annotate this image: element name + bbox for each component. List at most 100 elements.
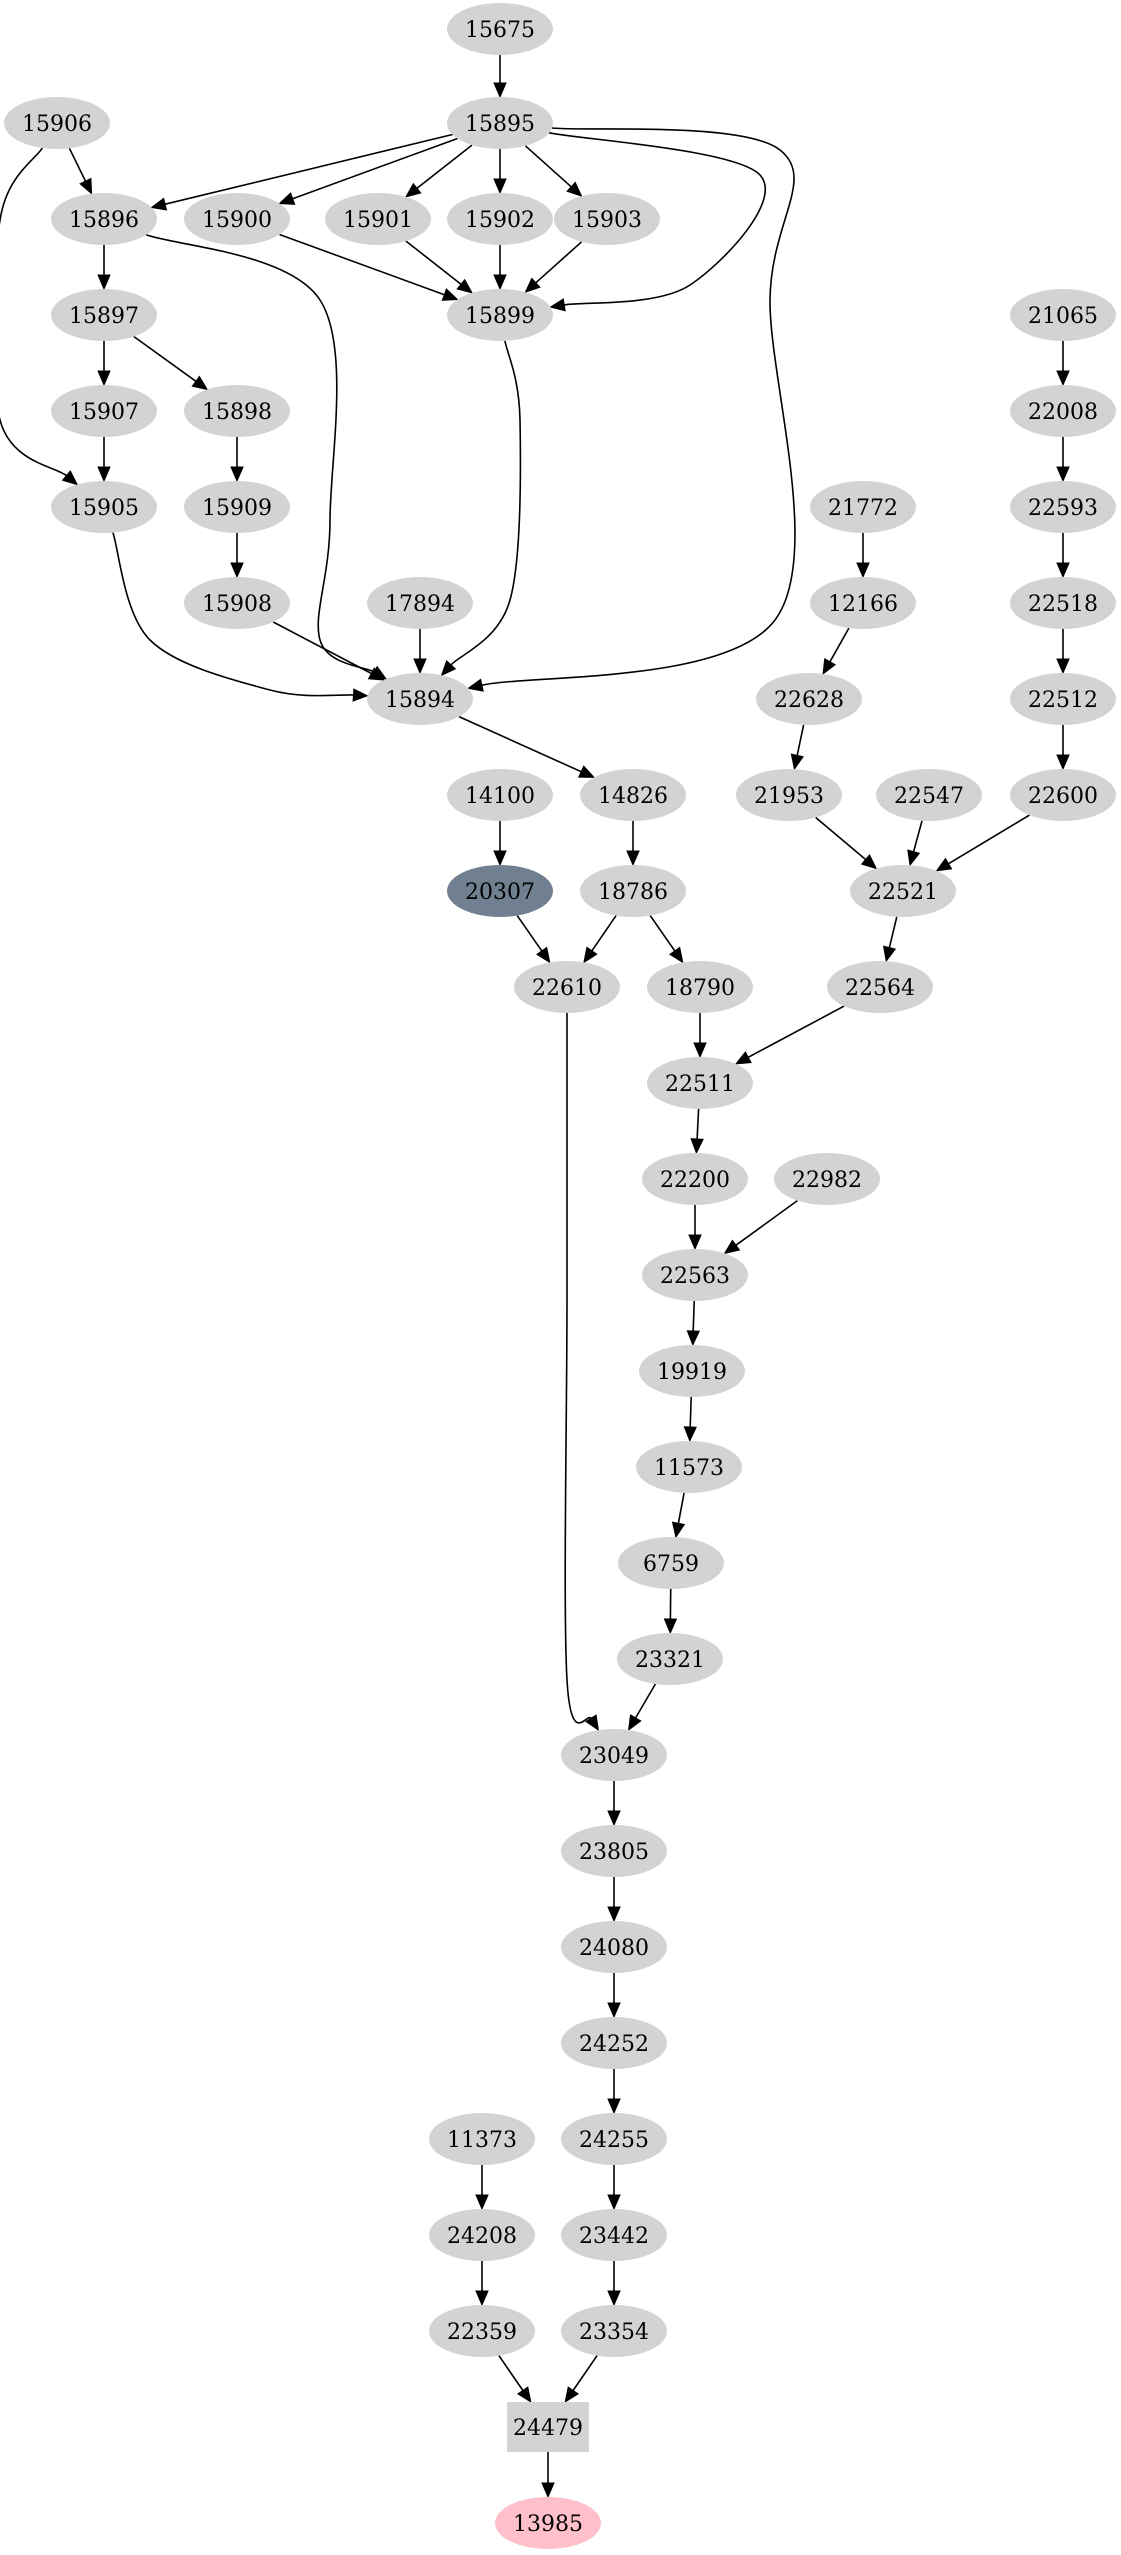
graph-node-15903: 15903 <box>554 193 660 245</box>
node-label: 21772 <box>828 496 898 521</box>
graph-node-19919: 19919 <box>639 1345 745 1397</box>
arrowhead-icon <box>516 2386 532 2404</box>
edge-15894-to-14826 <box>458 715 596 778</box>
graph-node-22200: 22200 <box>642 1153 748 1205</box>
arrowhead-icon <box>441 288 459 301</box>
arrowhead-icon <box>607 1810 621 1827</box>
arrowhead-icon <box>230 562 244 579</box>
edge-15906-to-15896 <box>68 147 93 195</box>
graph-node-24080: 24080 <box>561 1921 667 1973</box>
arrowhead-icon <box>79 177 93 195</box>
node-ellipse <box>447 769 553 821</box>
graph-node-15907: 15907 <box>51 385 157 437</box>
node-ellipse <box>51 385 157 437</box>
graph-node-22512: 22512 <box>1010 673 1116 725</box>
edge-14826-to-18786 <box>626 821 640 867</box>
edge-line <box>634 1683 657 1719</box>
node-ellipse <box>1010 481 1116 533</box>
edge-line <box>524 145 572 188</box>
edge-line <box>481 127 796 686</box>
graph-node-13985: 13985 <box>495 2497 601 2549</box>
node-label: 22600 <box>1028 784 1098 809</box>
edge-line <box>535 241 583 284</box>
graph-node-22511: 22511 <box>647 1057 753 1109</box>
node-ellipse <box>561 2017 667 2069</box>
graph-node-22593: 22593 <box>1010 481 1116 533</box>
node-ellipse <box>184 577 290 629</box>
node-label: 22982 <box>792 1168 862 1193</box>
node-ellipse <box>561 2113 667 2165</box>
node-ellipse <box>810 481 916 533</box>
edge-15896-to-15897 <box>97 245 111 291</box>
edge-22511-to-22200 <box>690 1108 704 1155</box>
arrowhead-icon <box>856 562 870 579</box>
edge-15905-to-15894 <box>112 532 369 702</box>
arrowhead-icon <box>607 2002 621 2019</box>
edge-line <box>405 240 462 285</box>
arrowhead-icon <box>541 2482 555 2499</box>
graph-node-24479: 24479 <box>507 2402 589 2452</box>
node-label: 22593 <box>1028 496 1098 521</box>
node-ellipse <box>325 193 431 245</box>
edge-line <box>815 816 867 861</box>
edge-23442-to-23354 <box>607 2261 621 2307</box>
graph-node-21065: 21065 <box>1010 289 1116 341</box>
node-ellipse <box>184 481 290 533</box>
node-ellipse <box>1010 769 1116 821</box>
arrowhead-icon <box>97 274 111 291</box>
node-ellipse <box>447 193 553 245</box>
edge-11573-to-6759 <box>671 1492 686 1539</box>
node-label: 22512 <box>1028 688 1098 713</box>
node-label: 15900 <box>202 208 272 233</box>
arrowhead-icon <box>230 466 244 483</box>
edge-14100-to-20307 <box>493 821 507 867</box>
edge-24208-to-22359 <box>475 2261 489 2307</box>
node-ellipse <box>561 1921 667 1973</box>
edge-15895-to-15901 <box>405 144 473 198</box>
graph-node-23321: 23321 <box>617 1633 723 1685</box>
edge-line <box>677 1492 685 1524</box>
edge-15906-to-15905 <box>0 147 79 486</box>
graph-node-15905: 15905 <box>51 481 157 533</box>
arrowhead-icon <box>352 688 369 702</box>
edge-24080-to-24252 <box>607 1973 621 2019</box>
node-label: 14826 <box>598 784 668 809</box>
node-label: 18786 <box>598 880 668 905</box>
edge-22982-to-22563 <box>723 1199 798 1255</box>
edge-15897-to-15898 <box>133 335 209 391</box>
node-ellipse <box>639 1345 745 1397</box>
node-ellipse <box>429 2305 535 2357</box>
graph-node-22547: 22547 <box>876 769 982 821</box>
edge-line <box>292 137 458 200</box>
edge-15909-to-15908 <box>230 533 244 579</box>
graph-node-24208: 24208 <box>429 2209 535 2261</box>
edge-21953-to-22521 <box>815 816 878 870</box>
node-label: 15902 <box>465 208 535 233</box>
arrowhead-icon <box>524 277 541 294</box>
node-ellipse <box>876 769 982 821</box>
graph-node-22518: 22518 <box>1010 577 1116 629</box>
node-label: 15901 <box>343 208 413 233</box>
edge-21065-to-22008 <box>1056 341 1070 387</box>
edge-line <box>450 340 522 666</box>
edge-20307-to-22610 <box>516 915 551 964</box>
arrowhead-icon <box>564 2386 580 2404</box>
edge-22518-to-22512 <box>1056 629 1070 675</box>
node-ellipse <box>51 193 157 245</box>
node-ellipse <box>429 2113 535 2165</box>
node-box <box>507 2402 589 2452</box>
edge-22564-to-22511 <box>734 1005 845 1065</box>
arrowhead-icon <box>935 857 953 872</box>
graph-node-20307: 20307 <box>447 865 553 917</box>
node-label: 12166 <box>828 592 898 617</box>
node-ellipse <box>51 289 157 341</box>
edge-24252-to-24255 <box>607 2069 621 2115</box>
edge-line <box>498 2355 524 2391</box>
node-ellipse <box>561 1729 667 1781</box>
edge-line <box>572 2355 598 2391</box>
graph-node-22564: 22564 <box>827 961 933 1013</box>
node-ellipse <box>447 97 553 149</box>
arrowhead-icon <box>97 370 111 387</box>
arrowhead-icon <box>566 181 583 198</box>
arrowhead-icon <box>1056 658 1070 675</box>
